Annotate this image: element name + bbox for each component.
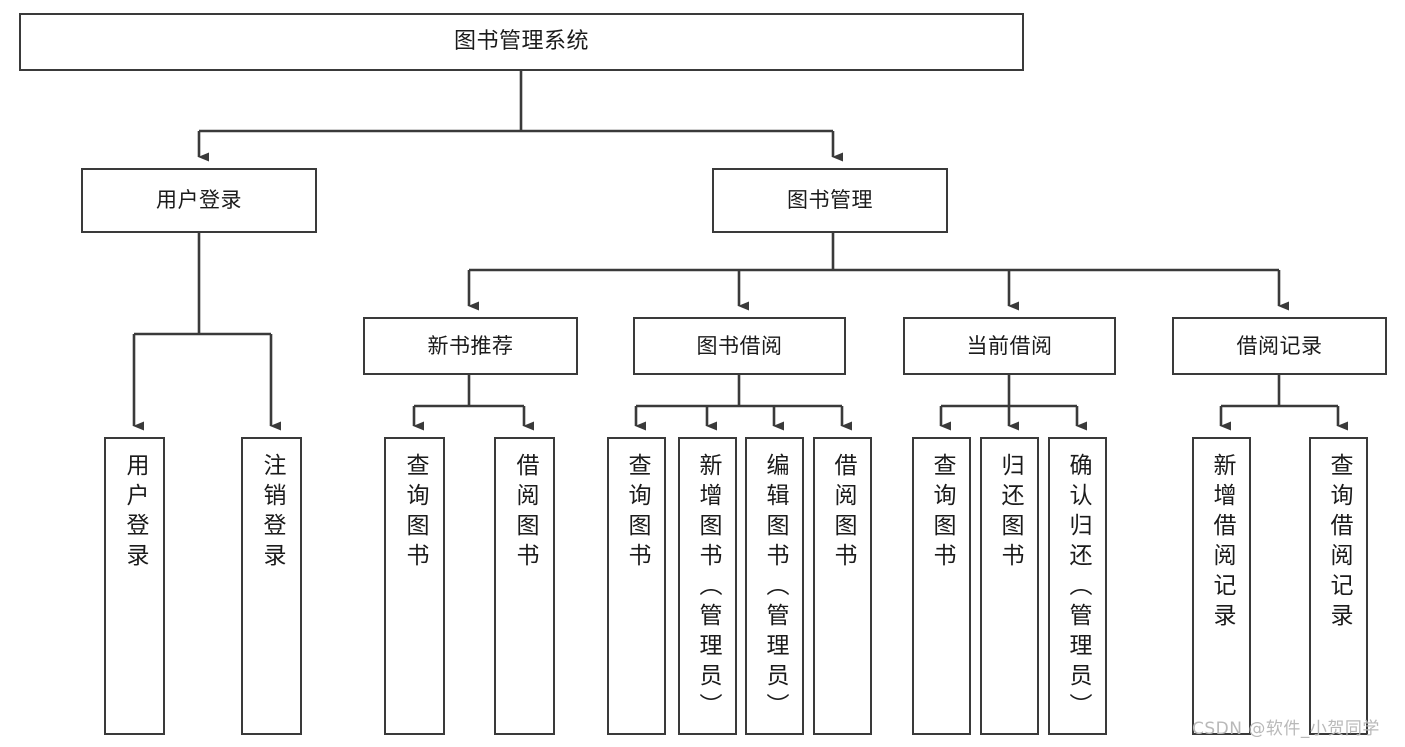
node-root-system-label: 图书管理系统 — [453, 29, 589, 55]
node-leaf-newbook-borrow-book[interactable]: 借阅图书 — [494, 437, 555, 735]
node-leaf-query-borrow-record-label: 查询借阅记录 — [1326, 453, 1352, 633]
node-borrow-record-label: 借阅记录 — [1236, 333, 1323, 358]
node-leaf-newbook-query-book[interactable]: 查询图书 — [384, 437, 445, 735]
node-leaf-borrow-book[interactable]: 借阅图书 — [813, 437, 872, 735]
node-book-management[interactable]: 图书管理 — [712, 168, 948, 233]
node-leaf-add-book-admin[interactable]: 新增图书（管理员） — [678, 437, 737, 735]
node-leaf-borrow-query-book-label: 查询图书 — [624, 453, 650, 573]
node-leaf-user-login-label: 用户登录 — [122, 453, 148, 573]
node-leaf-newbook-borrow-book-label: 借阅图书 — [512, 453, 538, 573]
node-leaf-query-borrow-record[interactable]: 查询借阅记录 — [1309, 437, 1368, 735]
node-borrow-record[interactable]: 借阅记录 — [1172, 317, 1387, 375]
node-leaf-confirm-return-admin-label: 确认归还（管理员） — [1065, 453, 1091, 723]
node-leaf-current-query-book-label: 查询图书 — [929, 453, 955, 573]
node-book-borrow-label: 图书借阅 — [696, 333, 783, 358]
node-leaf-add-book-admin-label: 新增图书（管理员） — [695, 453, 721, 723]
node-root-system[interactable]: 图书管理系统 — [19, 13, 1024, 71]
node-current-borrow[interactable]: 当前借阅 — [903, 317, 1116, 375]
node-book-borrow[interactable]: 图书借阅 — [633, 317, 846, 375]
node-leaf-confirm-return-admin[interactable]: 确认归还（管理员） — [1048, 437, 1107, 735]
node-leaf-return-book[interactable]: 归还图书 — [980, 437, 1039, 735]
node-user-login-label: 用户登录 — [156, 188, 242, 213]
node-new-book-recommend-label: 新书推荐 — [427, 333, 514, 358]
node-leaf-current-query-book[interactable]: 查询图书 — [912, 437, 971, 735]
node-leaf-logout-label: 注销登录 — [259, 453, 285, 573]
csdn-watermark: CSDN @软件_小贺同学 — [1192, 719, 1380, 739]
node-leaf-edit-book-admin[interactable]: 编辑图书（管理员） — [745, 437, 804, 735]
node-leaf-newbook-query-book-label: 查询图书 — [402, 453, 428, 573]
node-current-borrow-label: 当前借阅 — [966, 333, 1053, 358]
node-leaf-edit-book-admin-label: 编辑图书（管理员） — [762, 453, 788, 723]
node-leaf-return-book-label: 归还图书 — [997, 453, 1023, 573]
node-book-management-label: 图书管理 — [787, 188, 873, 213]
node-user-login[interactable]: 用户登录 — [81, 168, 317, 233]
node-leaf-add-borrow-record[interactable]: 新增借阅记录 — [1192, 437, 1251, 735]
node-leaf-borrow-book-label: 借阅图书 — [830, 453, 856, 573]
node-leaf-user-login[interactable]: 用户登录 — [104, 437, 165, 735]
node-leaf-borrow-query-book[interactable]: 查询图书 — [607, 437, 666, 735]
node-new-book-recommend[interactable]: 新书推荐 — [363, 317, 578, 375]
node-leaf-logout[interactable]: 注销登录 — [241, 437, 302, 735]
node-leaf-add-borrow-record-label: 新增借阅记录 — [1209, 453, 1235, 633]
